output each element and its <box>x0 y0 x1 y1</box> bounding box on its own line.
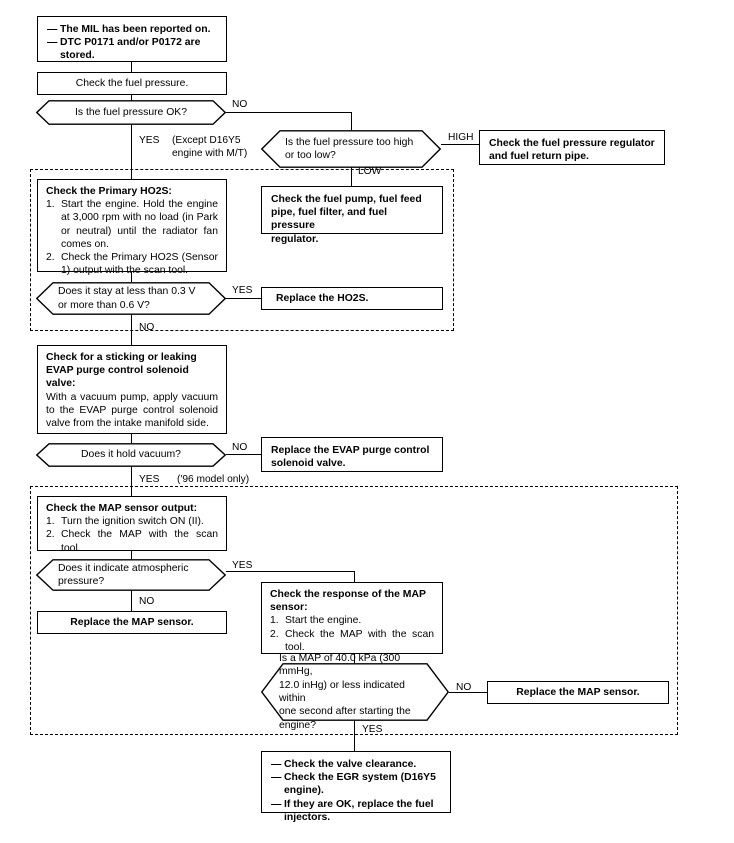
symptom-line-1: — The MIL has been reported on. <box>47 24 211 35</box>
symptom-line-2: — DTC P0171 and/or P0172 are stored. <box>47 37 201 62</box>
hexagon-shape <box>36 443 226 467</box>
connector-map-no-horizontal <box>449 692 487 693</box>
connector-check-pressure-to-q-ok <box>131 95 132 102</box>
edge-label-pressure-low: LOW <box>358 166 382 177</box>
connector-ho2s-yes-horizontal <box>226 298 261 299</box>
dash-marker: — <box>271 772 282 784</box>
node-check-fuel-pressure: Check the fuel pressure. <box>37 72 227 95</box>
hexagon-shape <box>36 559 226 591</box>
connector-ho2s-no-vertical <box>131 314 132 345</box>
connector-atm-no-vertical <box>131 589 132 611</box>
edge-label-fuel-pressure-ok-yes: YES <box>139 135 160 146</box>
node-replace-map-sensor-right: Replace the MAP sensor. <box>487 681 669 704</box>
node-replace-evap-valve: Replace the EVAP purge control solenoid … <box>261 437 443 472</box>
connector-low-vertical <box>351 160 352 186</box>
node-check-map-output: Check the MAP sensor output: 1. Turn the… <box>37 496 227 554</box>
connector-q-ok-no-horizontal <box>226 112 352 113</box>
edge-label-atmospheric-no: NO <box>139 596 155 607</box>
connector-map-box-to-q-atm <box>131 551 132 559</box>
check-map-output-step-2: 2. Check the MAP with the scan tool. <box>46 529 218 554</box>
final-action-2: — Check the EGR system (D16Y5 engine). <box>271 772 436 797</box>
decision-atmospheric-pressure: Does it indicate atmospheric pressure? <box>36 559 226 591</box>
check-map-output-step-1: 1. Turn the ignition switch ON (II). <box>46 516 204 528</box>
edge-label-pressure-high: HIGH <box>448 132 474 143</box>
decision-map-40kpa: Is a MAP of 40.0 kPa (300 mmHg, 12.0 inH… <box>261 652 449 731</box>
hexagon-shape <box>36 100 226 125</box>
check-map-response-step-2: 2. Check the MAP with the scan tool. <box>270 628 434 653</box>
decision-hold-vacuum: Does it hold vacuum? <box>36 443 226 467</box>
connector-q-ok-no-vertical <box>351 112 352 130</box>
edge-label-map-40kpa-yes: YES <box>362 724 383 735</box>
check-primary-ho2s-heading: Check the Primary HO2S: <box>46 186 172 197</box>
hexagon-shape <box>261 663 449 721</box>
node-replace-map-sensor-left: Replace the MAP sensor. <box>37 611 227 634</box>
dashed-group-ho2s <box>30 169 454 331</box>
node-check-map-response: Check the response of the MAP sensor: 1.… <box>261 582 443 654</box>
connector-ho2s-box-to-q <box>131 272 132 282</box>
dash-marker: — <box>271 798 282 810</box>
decision-hold-vacuum-text: Does it hold vacuum? <box>81 449 181 461</box>
edge-label-vacuum-no: NO <box>232 442 248 453</box>
connector-vacuum-yes-vertical <box>131 466 132 496</box>
check-evap-heading: Check for a sticking or leaking EVAP pur… <box>46 352 197 390</box>
node-check-fuel-pump: Check the fuel pump, fuel feed pipe, fue… <box>261 186 443 245</box>
connector-q-ok-yes <box>131 124 132 179</box>
node-replace-ho2s: Replace the HO2S. <box>261 287 443 310</box>
edge-label-vacuum-yes: YES <box>139 474 160 485</box>
dash-marker: — <box>47 37 58 49</box>
check-evap-body: With a vacuum pump, apply vacuum to the … <box>46 391 218 430</box>
edge-label-ho2s-yes: YES <box>232 285 253 296</box>
node-check-evap-valve: Check for a sticking or leaking EVAP pur… <box>37 345 227 434</box>
final-action-3: — If they are OK, replace the fuel injec… <box>271 798 434 823</box>
connector-evap-box-to-q <box>131 434 132 443</box>
edge-label-fuel-pressure-ok-no: NO <box>232 99 248 110</box>
decision-pressure-high-low: Is the fuel pressure too high or too low… <box>261 130 441 168</box>
edge-label-map-40kpa-no: NO <box>456 682 472 693</box>
note-96-model-only: ('96 model only) <box>177 474 250 485</box>
check-primary-ho2s-step-1: 1. Start the engine. Hold the engine at … <box>46 199 218 250</box>
check-map-output-heading: Check the MAP sensor output: <box>46 503 198 514</box>
connector-symptom-to-check-pressure <box>131 62 132 72</box>
node-final-actions: — Check the valve clearance. — Check the… <box>261 751 451 823</box>
node-check-primary-ho2s: Check the Primary HO2S: 1. Start the eng… <box>37 179 227 276</box>
decision-map-40kpa-text: Is a MAP of 40.0 kPa (300 mmHg, 12.0 inH… <box>279 652 411 731</box>
connector-atm-yes-horizontal <box>226 571 355 572</box>
decision-ho2s-voltage: Does it stay at less than 0.3 V or more … <box>36 282 226 315</box>
dash-marker: — <box>271 759 282 770</box>
connector-vacuum-no-horizontal <box>226 454 261 455</box>
decision-ho2s-voltage-text: Does it stay at less than 0.3 V or more … <box>58 286 196 311</box>
connector-high-horizontal <box>441 144 479 145</box>
check-primary-ho2s-step-2: 2. Check the Primary HO2S (Sensor 1) out… <box>46 252 218 277</box>
check-fuel-pressure-label: Check the fuel pressure. <box>75 77 189 89</box>
decision-fuel-pressure-ok-text: Is the fuel pressure OK? <box>74 106 188 118</box>
final-action-1: — Check the valve clearance. <box>271 759 417 770</box>
decision-pressure-high-low-text: Is the fuel pressure too high or too low… <box>285 136 414 161</box>
decision-atmospheric-pressure-text: Does it indicate atmospheric pressure? <box>58 562 189 587</box>
edge-label-ho2s-no: NO <box>139 322 155 333</box>
connector-atm-yes-vertical <box>354 571 355 582</box>
decision-fuel-pressure-ok: Is the fuel pressure OK? <box>36 100 226 125</box>
check-map-response-heading: Check the response of the MAP sensor: <box>270 589 426 614</box>
hexagon-shape <box>36 282 226 315</box>
node-check-fuel-pressure-regulator: Check the fuel pressure regulator and fu… <box>479 130 665 165</box>
edge-label-atmospheric-yes: YES <box>232 560 253 571</box>
node-symptom: — The MIL has been reported on. — DTC P0… <box>37 16 227 62</box>
connector-map-yes-vertical <box>354 721 355 751</box>
connector-map-response-to-q <box>354 654 355 663</box>
hexagon-shape <box>261 130 441 168</box>
dash-marker: — <box>47 24 58 35</box>
check-map-response-step-1: 1. Start the engine. <box>270 615 362 627</box>
note-except-d16y5: (Except D16Y5 engine with M/T) <box>172 135 248 159</box>
